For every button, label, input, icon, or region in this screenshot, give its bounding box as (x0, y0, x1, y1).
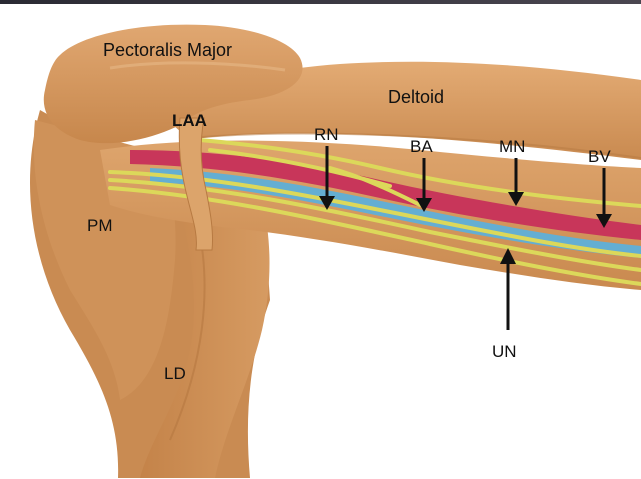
ba-label: BA (410, 137, 433, 156)
bv-label: BV (588, 147, 611, 166)
un-label: UN (492, 342, 517, 361)
ld-label: LD (164, 364, 186, 383)
top-edge-strip (0, 0, 641, 4)
rn-label: RN (314, 125, 339, 144)
laa-label: LAA (172, 111, 207, 130)
pectoralis-major-label: Pectoralis Major (103, 40, 232, 60)
deltoid-label: Deltoid (388, 87, 444, 107)
mn-label: MN (499, 137, 525, 156)
pm-label: PM (87, 216, 113, 235)
